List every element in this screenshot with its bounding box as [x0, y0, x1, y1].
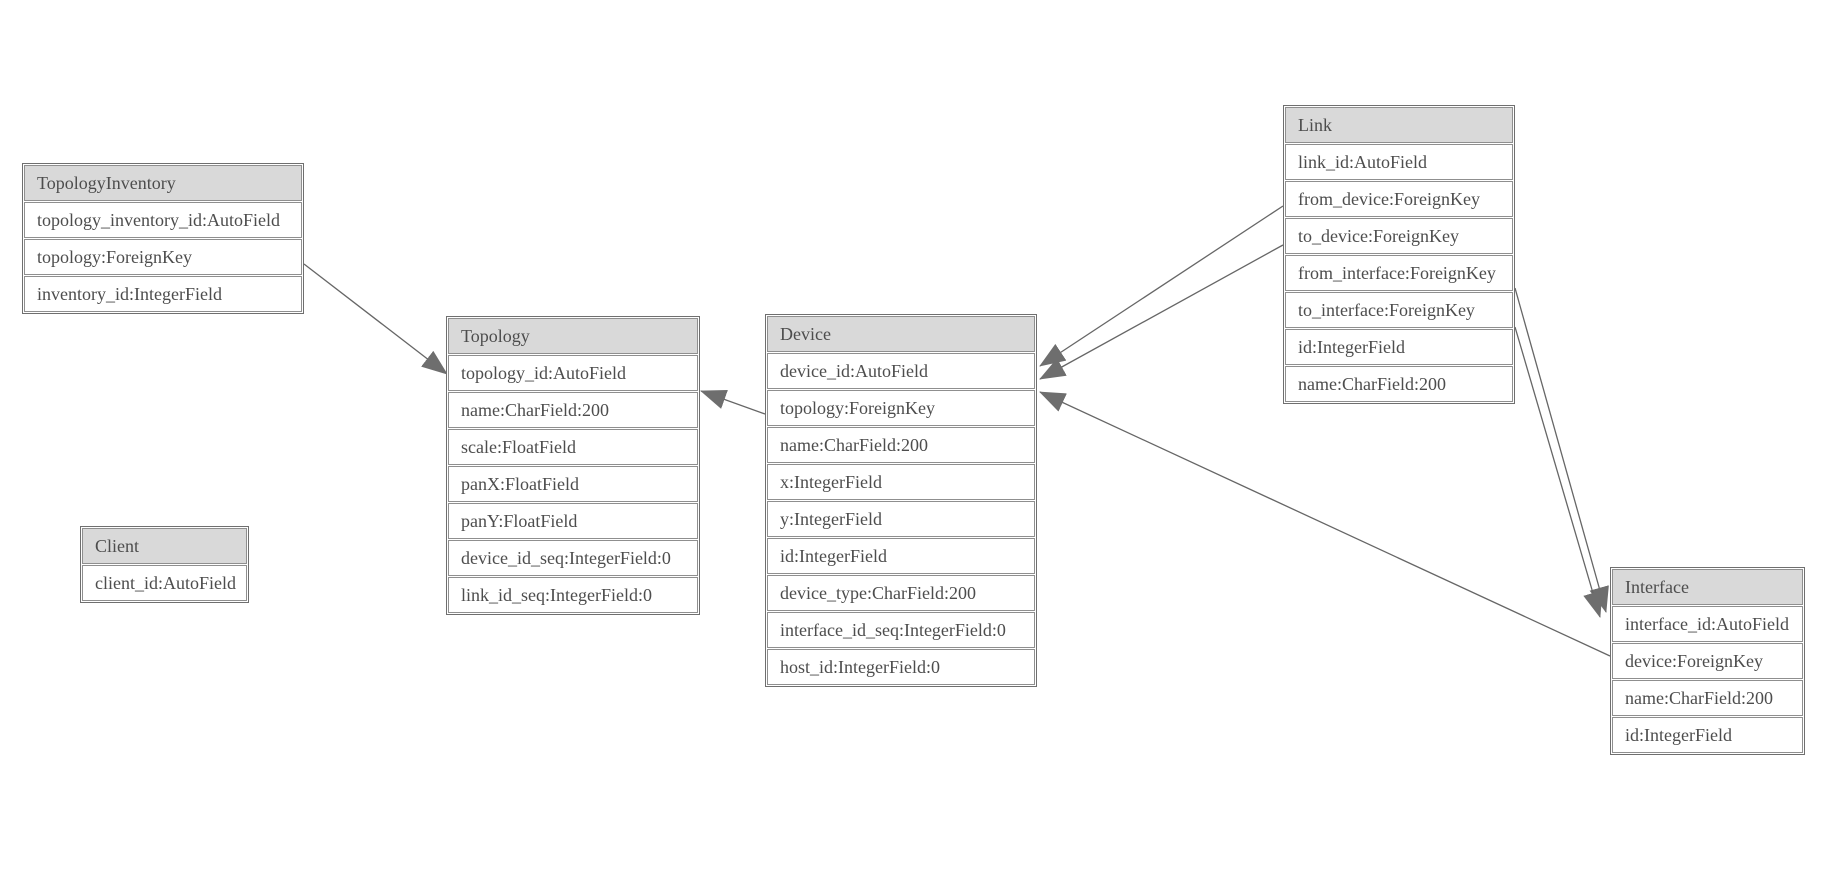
table-row: inventory_id:IntegerField	[24, 276, 302, 312]
edge-topologyinventory-topology	[303, 263, 448, 375]
table-row: client_id:AutoField	[82, 565, 247, 601]
table-row: id:IntegerField	[1285, 329, 1513, 365]
table-header: Client	[82, 528, 247, 564]
table-row: device_id_seq:IntegerField:0	[448, 540, 698, 576]
table-row: topology:ForeignKey	[767, 390, 1035, 426]
table-row: x:IntegerField	[767, 464, 1035, 500]
table-header: Link	[1285, 107, 1513, 143]
table-row: link_id:AutoField	[1285, 144, 1513, 180]
table-row: device_id:AutoField	[767, 353, 1035, 389]
table-row: link_id_seq:IntegerField:0	[448, 577, 698, 613]
entity-device[interactable]: Device device_id:AutoField topology:Fore…	[765, 314, 1037, 687]
table-row: panY:FloatField	[448, 503, 698, 539]
table-row: from_device:ForeignKey	[1285, 181, 1513, 217]
table-row: topology_id:AutoField	[448, 355, 698, 391]
entity-topology[interactable]: Topology topology_id:AutoField name:Char…	[446, 316, 700, 615]
table-row: y:IntegerField	[767, 501, 1035, 537]
table-row: scale:FloatField	[448, 429, 698, 465]
table-header: Device	[767, 316, 1035, 352]
edge-link-frominterface-interface	[1514, 287, 1609, 613]
edge-link-todevice-device	[1039, 244, 1284, 380]
edge-link-fromdevice-device	[1039, 205, 1284, 367]
table-row: name:CharField:200	[1612, 680, 1803, 716]
entity-link[interactable]: Link link_id:AutoField from_device:Forei…	[1283, 105, 1515, 404]
table-row: name:CharField:200	[767, 427, 1035, 463]
entity-topologyinventory[interactable]: TopologyInventory topology_inventory_id:…	[22, 163, 304, 314]
table-row: topology_inventory_id:AutoField	[24, 202, 302, 238]
table-row: name:CharField:200	[448, 392, 698, 428]
table-row: panX:FloatField	[448, 466, 698, 502]
edge-interface-device	[1039, 391, 1611, 657]
entity-client[interactable]: Client client_id:AutoField	[80, 526, 249, 603]
table-row: to_device:ForeignKey	[1285, 218, 1513, 254]
table-row: id:IntegerField	[767, 538, 1035, 574]
table-row: device_type:CharField:200	[767, 575, 1035, 611]
table-header: Topology	[448, 318, 698, 354]
edge-device-topology	[700, 390, 766, 415]
edge-link-tointerface-interface	[1514, 326, 1603, 618]
table-row: to_interface:ForeignKey	[1285, 292, 1513, 328]
table-row: interface_id_seq:IntegerField:0	[767, 612, 1035, 648]
table-row: from_interface:ForeignKey	[1285, 255, 1513, 291]
entity-interface[interactable]: Interface interface_id:AutoField device:…	[1610, 567, 1805, 755]
table-row: topology:ForeignKey	[24, 239, 302, 275]
table-row: device:ForeignKey	[1612, 643, 1803, 679]
table-row: interface_id:AutoField	[1612, 606, 1803, 642]
table-header: Interface	[1612, 569, 1803, 605]
table-row: host_id:IntegerField:0	[767, 649, 1035, 685]
table-row: name:CharField:200	[1285, 366, 1513, 402]
table-row: id:IntegerField	[1612, 717, 1803, 753]
table-header: TopologyInventory	[24, 165, 302, 201]
